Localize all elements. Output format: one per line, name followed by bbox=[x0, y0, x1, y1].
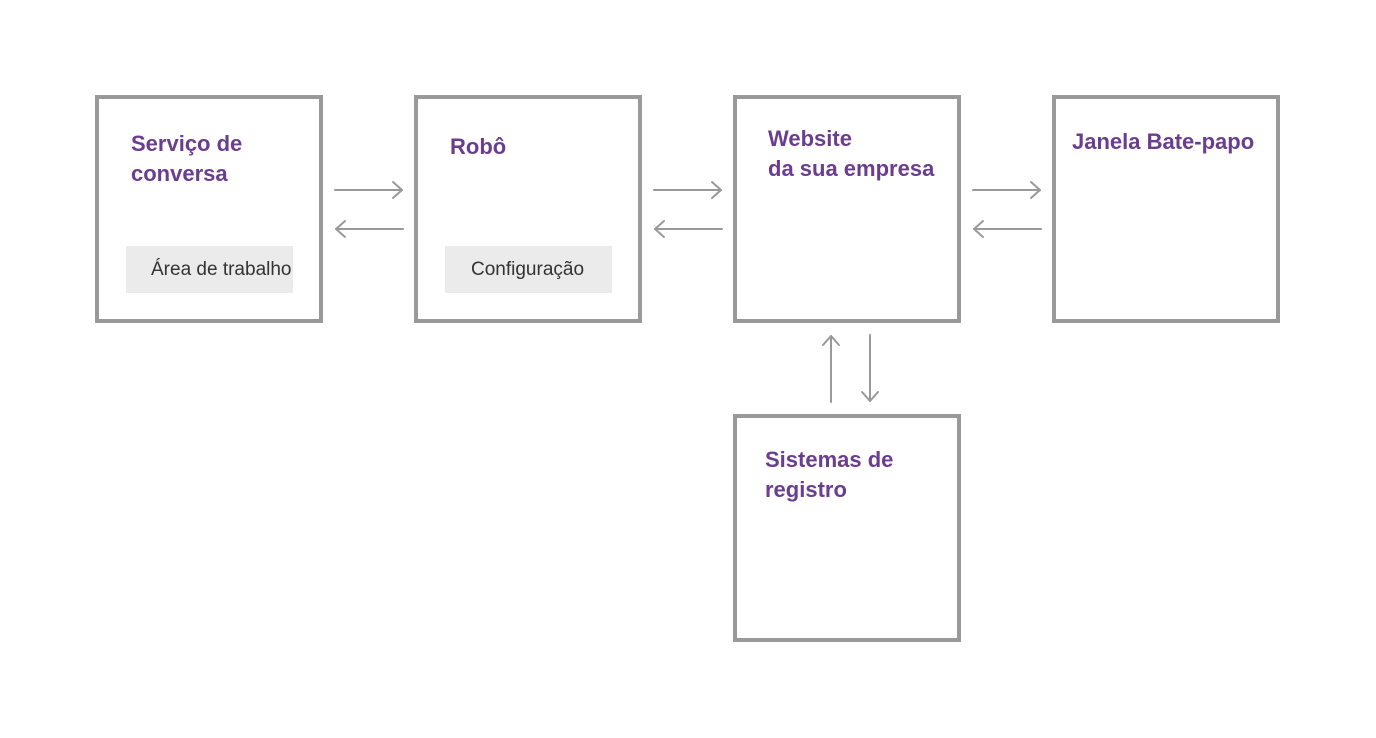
node-bot-title: Robô bbox=[450, 134, 507, 159]
node-website: Website da sua empresa bbox=[733, 95, 961, 323]
arrow-bot-to-chat-service bbox=[335, 220, 404, 238]
node-chat-service: Serviço de conversa Área de trabalho bbox=[95, 95, 323, 323]
node-website-title: Website da sua empresa bbox=[768, 124, 934, 184]
arrow-chat-window-to-website bbox=[973, 220, 1042, 238]
node-chat-service-title-line2: conversa bbox=[131, 161, 228, 186]
node-chat-service-chip: Área de trabalho bbox=[126, 246, 293, 293]
node-records-title-line2: registro bbox=[765, 477, 847, 502]
node-website-title-line1: Website bbox=[768, 126, 852, 151]
node-records-title: Sistemas de registro bbox=[765, 445, 893, 505]
node-records: Sistemas de registro bbox=[733, 414, 961, 642]
arrow-website-to-bot bbox=[654, 220, 723, 238]
arrow-records-to-website bbox=[822, 335, 840, 403]
node-chat-window-title: Janela Bate-papo bbox=[1072, 129, 1255, 154]
node-records-title-line1: Sistemas de bbox=[765, 447, 894, 472]
node-website-title-line2: da sua empresa bbox=[768, 156, 935, 181]
arrow-bot-to-website bbox=[653, 181, 722, 199]
node-bot: Robô Configuração bbox=[414, 95, 642, 323]
node-chat-service-title: Serviço de conversa bbox=[131, 129, 242, 189]
node-bot-chip: Configuração bbox=[445, 246, 612, 293]
arrow-chat-service-to-bot bbox=[334, 181, 403, 199]
arrow-website-to-chat-window bbox=[972, 181, 1041, 199]
node-chat-window: Janela Bate-papo bbox=[1052, 95, 1280, 323]
arrow-website-to-records bbox=[861, 334, 879, 402]
node-chat-service-title-line1: Serviço de bbox=[131, 131, 243, 156]
